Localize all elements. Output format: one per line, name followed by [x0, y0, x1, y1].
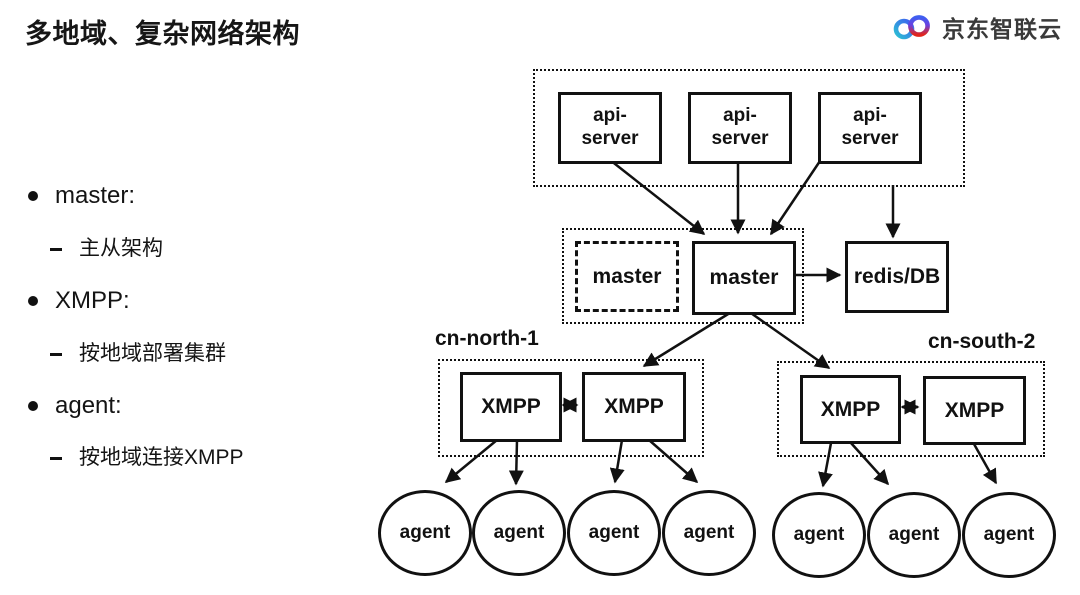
api-server-label: api- server — [581, 105, 639, 149]
bullet-xmpp-detail-label: 按地域部署集群 — [79, 342, 226, 365]
agent-node-7: agent — [962, 492, 1056, 578]
bullet-master-detail: 主从架构 — [50, 235, 163, 263]
dash-marker — [50, 247, 62, 251]
bullet-xmpp-detail: 按地域部署集群 — [50, 340, 226, 368]
redis-db-label: redis/DB — [853, 265, 941, 288]
agent-label: agent — [493, 522, 545, 543]
xmpp-label: XMPP — [944, 398, 1005, 422]
bullet-master-detail-label: 主从架构 — [79, 237, 163, 260]
bullet-xmpp: XMPP: — [28, 286, 130, 316]
page-title: 多地域、复杂网络架构 — [25, 19, 300, 49]
agent-label: agent — [399, 522, 451, 543]
bullet-dot — [28, 401, 38, 411]
master-standby-label: master — [592, 264, 662, 288]
agent-label: agent — [793, 524, 845, 545]
bullet-master: master: — [28, 181, 135, 211]
bullet-xmpp-label: XMPP: — [55, 287, 130, 314]
api-server-box-2: api- server — [688, 92, 792, 164]
agent-node-6: agent — [867, 492, 961, 578]
xmpp-label: XMPP — [481, 395, 541, 418]
agent-label: agent — [983, 524, 1035, 545]
xmpp-south-box-1: XMPP — [800, 375, 901, 444]
agent-node-4: agent — [662, 490, 756, 576]
bullet-agent-detail-label: 按地域连接XMPP — [79, 446, 244, 469]
region-south-group — [777, 361, 1045, 457]
bullet-agent-detail: 按地域连接XMPP — [50, 444, 244, 472]
jd-cloud-logo-icon — [893, 14, 930, 39]
bullet-agent: agent: — [28, 391, 122, 421]
bullet-master-label: master: — [55, 182, 136, 209]
api-server-box-1: api- server — [558, 92, 662, 164]
region-south-label: cn-south-2 — [928, 330, 1036, 353]
api-server-label: api- server — [711, 105, 769, 149]
region-north-group — [438, 359, 704, 457]
api-server-box-3: api- server — [818, 92, 922, 164]
agent-label: agent — [588, 522, 640, 543]
jd-cloud-logo: 京东智联云 — [891, 10, 1062, 44]
logo-wordmark: 京东智联云 — [942, 16, 1062, 42]
xmpp-label: XMPP — [820, 397, 881, 421]
master-standby-box: master — [575, 241, 679, 312]
agent-label: agent — [683, 522, 735, 543]
bullet-agent-label: agent: — [55, 392, 122, 419]
xmpp-north-box-2: XMPP — [582, 372, 686, 442]
dash-marker — [50, 456, 62, 460]
agent-node-3: agent — [567, 490, 661, 576]
bullet-dot — [28, 296, 38, 306]
agent-label: agent — [888, 524, 940, 545]
agent-node-2: agent — [472, 490, 566, 576]
bullet-dot — [28, 191, 38, 201]
master-active-box: master — [692, 241, 796, 315]
region-north-label: cn-north-1 — [435, 327, 539, 350]
api-server-label: api- server — [841, 105, 899, 149]
xmpp-north-box-1: XMPP — [460, 372, 562, 442]
agent-node-1: agent — [378, 490, 472, 576]
api-server-group — [533, 69, 965, 187]
xmpp-label: XMPP — [604, 395, 664, 418]
redis-db-box: redis/DB — [845, 241, 949, 313]
dash-marker — [50, 352, 62, 356]
master-active-label: master — [709, 266, 779, 289]
agent-node-5: agent — [772, 492, 866, 578]
xmpp-south-box-2: XMPP — [923, 376, 1026, 445]
